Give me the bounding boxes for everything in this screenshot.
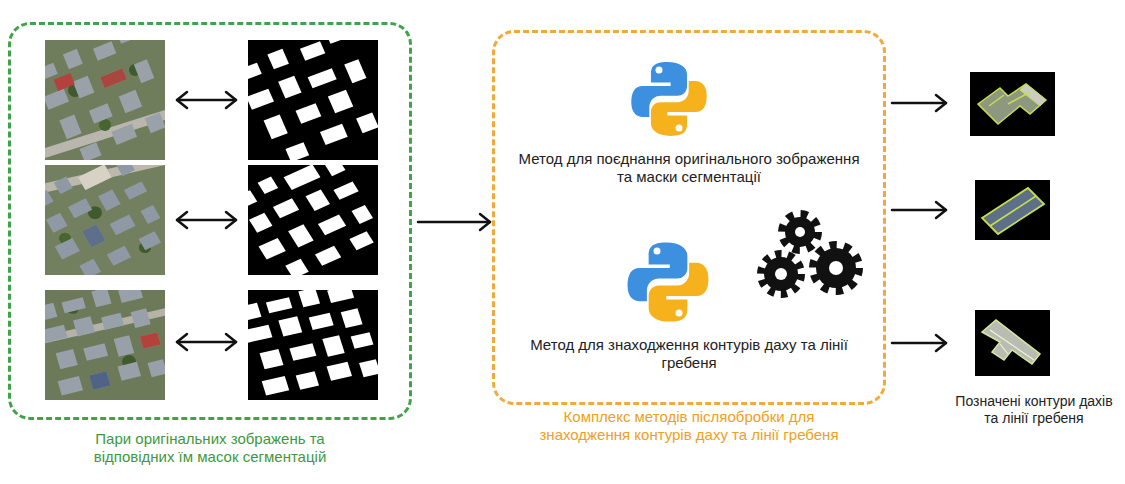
arrow-head	[480, 214, 490, 230]
drawing-part	[232, 24, 387, 167]
output-group: Позначені контури дахів та лінії гребеня	[948, 60, 1120, 450]
arrow-head	[936, 95, 946, 111]
python-logo	[628, 242, 709, 321]
drawing-part	[816, 248, 856, 288]
group-caption: Комплекс методів післяобробки для знаход…	[534, 408, 844, 444]
drawing-part	[782, 214, 818, 250]
drawing-part	[226, 212, 236, 228]
arrow-head	[936, 202, 946, 218]
drawing-part	[100, 68, 127, 88]
arrow-head	[936, 335, 946, 351]
drawing-part	[227, 149, 387, 284]
drawing-part	[676, 125, 683, 132]
drawing-part	[26, 149, 174, 284]
arrow-line	[892, 209, 946, 212]
drawing-part	[177, 92, 187, 108]
drawing-part	[33, 279, 169, 400]
drawing-part	[990, 196, 1036, 226]
drawing-part	[177, 99, 236, 102]
drawing-part	[761, 254, 801, 294]
drawing-part	[227, 149, 387, 284]
segmentation-mask	[227, 149, 387, 284]
output-roof-image	[970, 72, 1055, 136]
drawing-part	[177, 334, 187, 350]
drawing-part	[232, 24, 387, 167]
drawing-part	[656, 67, 663, 74]
drawing-part	[982, 320, 1040, 364]
aerial-photo	[26, 149, 174, 284]
flow-arrow	[418, 214, 490, 230]
drawing-part	[975, 310, 1050, 376]
drawing-part	[676, 310, 683, 317]
arrow-line	[892, 102, 946, 105]
output-roof-image	[975, 180, 1050, 240]
drawing-part	[33, 279, 169, 399]
drawing-part	[226, 92, 236, 108]
drawing-part	[978, 84, 1046, 124]
drawing-part	[651, 81, 707, 136]
drawing-part	[235, 279, 382, 400]
drawing-part	[1000, 344, 1008, 354]
drawing-part	[140, 332, 161, 349]
input-group: Пари оригінальних зображень та відповідн…	[8, 22, 412, 420]
drawing-part	[775, 268, 787, 280]
methods-group: Метод для поєднання оригінального зображ…	[492, 30, 886, 405]
drawing-part	[795, 227, 805, 237]
flow-arrow	[892, 335, 946, 351]
drawing-part	[177, 341, 236, 344]
drawing-part	[829, 261, 843, 275]
drawing-part	[26, 149, 174, 284]
drawing-part	[31, 24, 174, 167]
drawing-part	[990, 330, 1034, 360]
drawing-part	[89, 371, 111, 389]
drawing-part	[989, 95, 1004, 106]
drawing-part	[982, 188, 1044, 234]
group-caption: Пари оригінальних зображень та відповідн…	[60, 430, 360, 466]
drawing-part	[649, 263, 709, 322]
drawing-part	[177, 212, 187, 228]
method-label: Метод для знаходження контурів даху та л…	[514, 336, 864, 372]
drawing-part	[226, 334, 236, 350]
aerial-photo	[33, 279, 169, 400]
pair-arrows	[177, 92, 236, 350]
drawing-part	[764, 257, 798, 291]
segmentation-mask	[235, 279, 382, 400]
drawing-part	[1008, 92, 1030, 104]
drawing-part	[785, 217, 815, 247]
drawing-part	[54, 73, 75, 91]
flow-arrow	[892, 95, 946, 111]
output-caption: Позначені контури дахів та лінії гребеня	[948, 393, 1120, 427]
segmentation-mask	[232, 24, 387, 167]
flow-arrow	[892, 202, 946, 218]
drawing-part	[31, 24, 174, 167]
arrow-line	[418, 221, 490, 224]
drawing-part	[235, 279, 382, 399]
method-label: Метод для поєднання оригінального зображ…	[514, 150, 864, 186]
output-roof-image	[975, 310, 1050, 376]
aerial-photo	[31, 24, 174, 167]
drawing-part	[975, 180, 1050, 240]
arrow-line	[892, 342, 946, 345]
drawing-part	[654, 248, 661, 255]
python-logo	[631, 62, 706, 136]
drawing-part	[970, 72, 1055, 136]
drawing-part	[813, 245, 859, 291]
drawing-part	[78, 164, 112, 190]
drawing-part	[177, 219, 236, 222]
gears-icon	[761, 214, 859, 294]
drawing-part	[82, 224, 106, 247]
